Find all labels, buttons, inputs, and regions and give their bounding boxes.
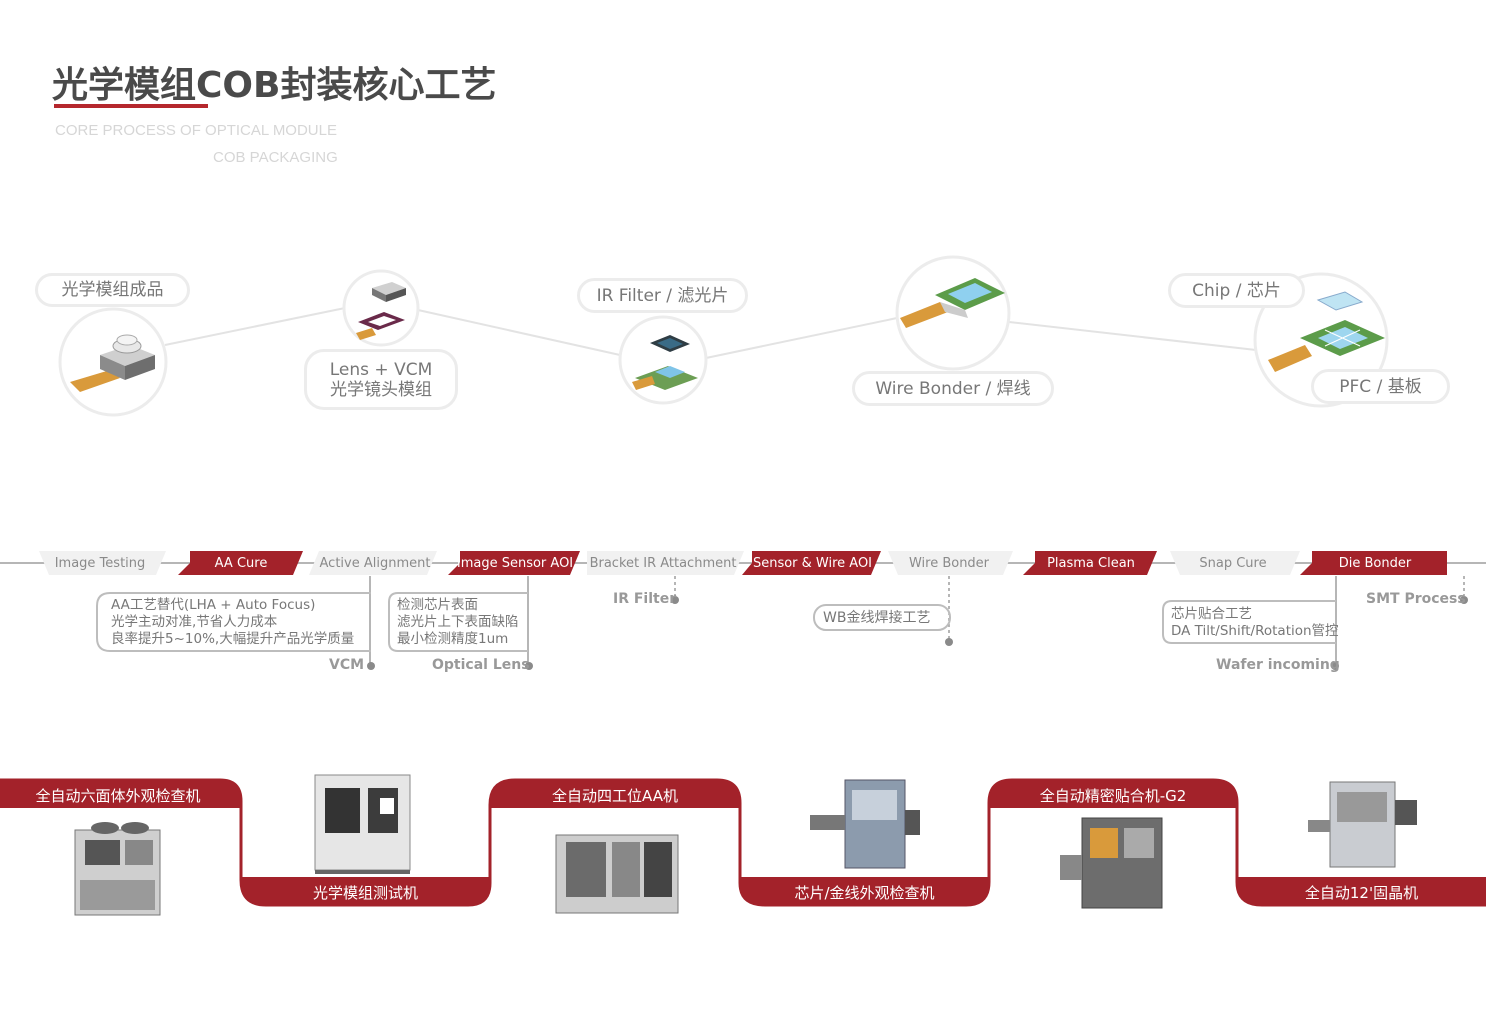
lens-vcm-icon bbox=[356, 282, 406, 340]
input-optical-lens: Optical Lens bbox=[432, 657, 530, 673]
note-aoi-line2: 滤光片上下表面缺陷 bbox=[397, 614, 519, 630]
machine-2-icon bbox=[314, 774, 411, 874]
subtitle-line1: CORE PROCESS OF OPTICAL MODULE bbox=[55, 122, 337, 139]
step-wire-bonder: Wire Bonder bbox=[908, 555, 990, 571]
ir-filter-label: IR Filter / 滤光片 bbox=[577, 278, 748, 313]
input-vcm: VCM bbox=[329, 657, 365, 673]
step-aa-cure: AA Cure bbox=[214, 555, 268, 571]
step-bracket-ir: Bracket IR Attachment bbox=[589, 555, 737, 571]
machine-label-5: 全自动精密贴合机-G2 bbox=[1039, 787, 1187, 805]
wire-bonder-icon bbox=[900, 278, 1005, 328]
machine-label-6: 全自动12'固晶机 bbox=[1304, 884, 1419, 902]
title-underline bbox=[54, 104, 208, 108]
note-aoi-line3: 最小检测精度1um bbox=[397, 631, 509, 647]
machine-6-icon bbox=[1308, 781, 1417, 868]
note-aa-line2: 光学主动对准,节省人力成本 bbox=[111, 614, 278, 630]
input-wafer: Wafer incoming bbox=[1216, 657, 1340, 673]
step-active-alignment: Active Alignment bbox=[319, 555, 431, 571]
machine-label-4: 芯片/金线外观检查机 bbox=[794, 884, 935, 902]
machine-label-3: 全自动四工位AA机 bbox=[552, 787, 678, 805]
finished-module-icon bbox=[70, 334, 155, 392]
machine-1-icon bbox=[74, 822, 161, 916]
step-plasma-clean: Plasma Clean bbox=[1047, 555, 1135, 571]
pfc-label: PFC / 基板 bbox=[1311, 369, 1450, 404]
note-aa-line1: AA工艺替代(LHA + Auto Focus) bbox=[111, 597, 316, 613]
subtitle-line2: COB PACKAGING bbox=[213, 149, 338, 166]
machine-5-icon bbox=[1060, 817, 1163, 909]
machine-label-2: 光学模组测试机 bbox=[312, 884, 418, 902]
lens-vcm-line1: Lens + VCM bbox=[329, 359, 433, 380]
component-diagram bbox=[58, 255, 1389, 417]
note-aoi-line1: 检测芯片表面 bbox=[397, 597, 478, 613]
step-image-sensor-aoi: Image Sensor AOI bbox=[456, 555, 574, 571]
note-aoi: 检测芯片表面 滤光片上下表面缺陷 最小检测精度1um bbox=[397, 597, 519, 648]
note-aa: AA工艺替代(LHA + Auto Focus) 光学主动对准,节省人力成本 良… bbox=[111, 597, 354, 648]
step-sensor-wire-aoi: Sensor & Wire AOI bbox=[752, 555, 873, 571]
note-die-line1: 芯片贴合工艺 bbox=[1171, 606, 1252, 622]
machine-4-icon bbox=[810, 779, 920, 869]
machine-band bbox=[0, 774, 1486, 916]
step-snap-cure: Snap Cure bbox=[1199, 555, 1267, 571]
ir-filter-icon bbox=[632, 335, 698, 390]
page-title: 光学模组COB封装核心工艺 bbox=[52, 65, 497, 106]
input-smt: SMT Process bbox=[1366, 591, 1466, 607]
wire-bonder-label: Wire Bonder / 焊线 bbox=[852, 371, 1054, 406]
note-die-line2: DA Tilt/Shift/Rotation管控 bbox=[1171, 623, 1339, 639]
lens-vcm-label: Lens + VCM 光学镜头模组 bbox=[304, 349, 458, 410]
machine-label-1: 全自动六面体外观检查机 bbox=[35, 787, 201, 805]
lens-vcm-line2: 光学镜头模组 bbox=[330, 379, 432, 400]
note-aa-line3: 良率提升5~10%,大幅提升产品光学质量 bbox=[111, 631, 355, 647]
chip-label: Chip / 芯片 bbox=[1168, 273, 1305, 308]
machine-3-icon bbox=[555, 834, 679, 914]
note-die: 芯片贴合工艺 DA Tilt/Shift/Rotation管控 bbox=[1171, 606, 1339, 640]
step-die-bonder: Die Bonder bbox=[1338, 555, 1412, 571]
note-wb: WB金线焊接工艺 bbox=[823, 610, 931, 626]
input-ir-filter: IR Filter bbox=[613, 591, 677, 607]
step-image-testing: Image Testing bbox=[54, 555, 146, 571]
chip-pfc-icon bbox=[1268, 291, 1385, 372]
process-flow-graphic bbox=[0, 551, 1486, 670]
finished-module-label: 光学模组成品 bbox=[35, 273, 190, 307]
